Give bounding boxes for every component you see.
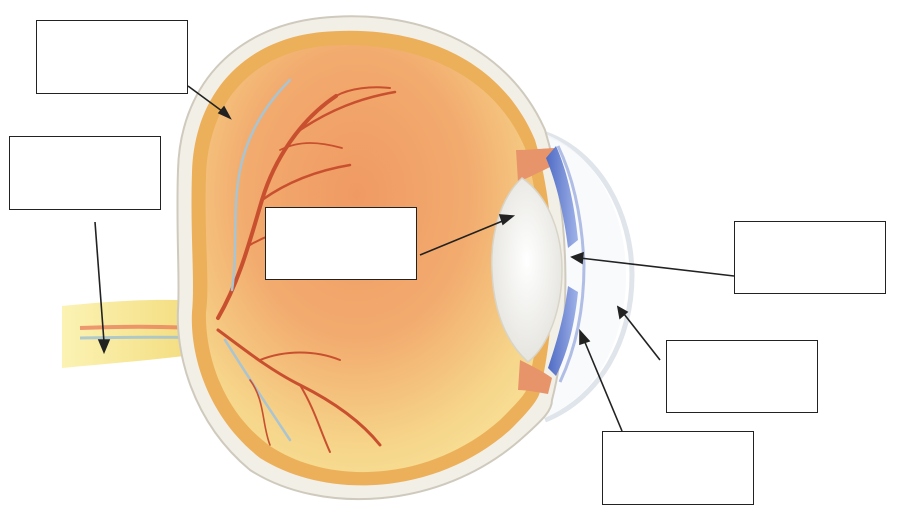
label-box-lower-right[interactable] <box>666 340 818 413</box>
label-box-right[interactable] <box>734 221 886 294</box>
label-box-left[interactable] <box>9 136 161 210</box>
arrow-lower-right <box>624 314 660 360</box>
label-box-center[interactable] <box>265 207 417 280</box>
label-box-top-left[interactable] <box>36 20 188 94</box>
label-box-bottom[interactable] <box>602 431 754 505</box>
